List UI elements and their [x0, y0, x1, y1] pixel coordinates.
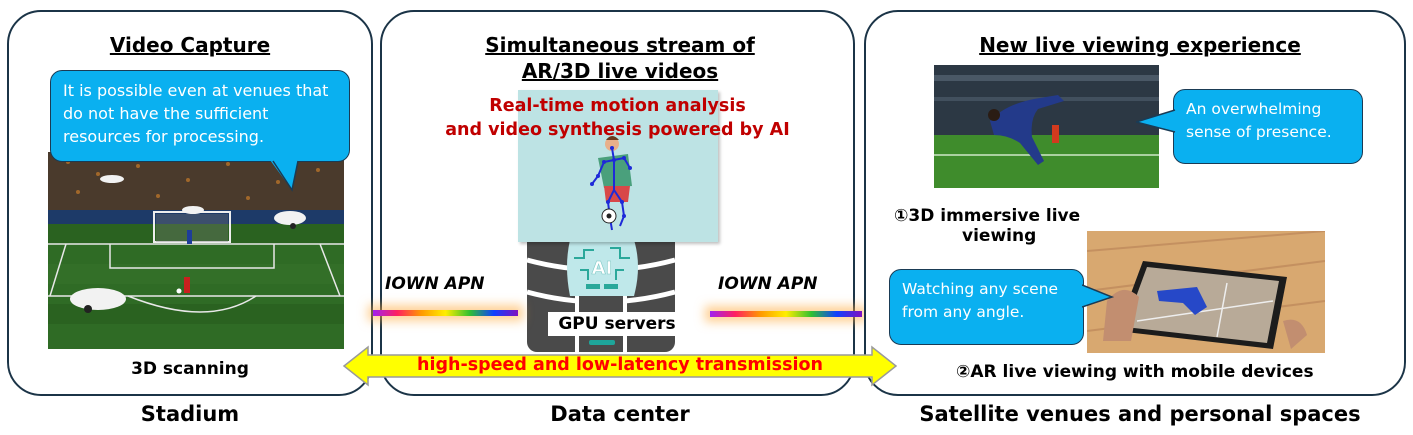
any-angle-bubble-text: Watching any scene from any angle.	[902, 280, 1059, 321]
immersive-viewing-line1: ①3D immersive live	[894, 206, 1081, 226]
motion-analysis-image	[518, 90, 718, 242]
stream-title-line1: Simultaneous stream of	[485, 33, 755, 57]
capture-bubble-tail	[270, 160, 299, 192]
stream-title-line2: AR/3D live videos	[521, 59, 719, 83]
transmission-label: high-speed and low-latency transmission	[417, 355, 823, 375]
capture-speech-bubble: It is possible even at venues that do no…	[50, 70, 350, 162]
ar-mobile-viewing-image	[1087, 231, 1325, 353]
ai-chip-icon: AI	[567, 240, 638, 296]
iown-apn-right-label: IOWN APN	[718, 274, 818, 294]
immersive-viewing-label: ①3D immersive live viewing	[894, 206, 1094, 246]
presence-bubble-tail	[1136, 109, 1176, 133]
video-capture-title: Video Capture	[109, 33, 271, 57]
ai-chip-label: AI	[592, 258, 613, 279]
immersive-viewing-image	[934, 65, 1159, 188]
stadium-caption: Stadium	[140, 402, 240, 426]
presence-speech-bubble: An overwhelming sense of presence.	[1173, 89, 1363, 164]
any-angle-bubble-tail	[1082, 284, 1114, 308]
ai-analysis-text: Real-time motion analysis and video synt…	[380, 94, 855, 142]
ai-analysis-line1: Real-time motion analysis	[489, 96, 746, 116]
presence-bubble-text: An overwhelming sense of presence.	[1186, 100, 1332, 141]
any-angle-speech-bubble: Watching any scene from any angle.	[889, 269, 1084, 345]
satellite-venues-caption: Satellite venues and personal spaces	[919, 402, 1361, 426]
ai-analysis-line2: and video synthesis powered by AI	[445, 120, 790, 140]
iown-apn-left-label: IOWN APN	[385, 274, 485, 294]
iown-apn-left-link	[373, 310, 518, 316]
immersive-viewing-line2: viewing	[962, 226, 1037, 246]
transmission-double-arrow-icon	[342, 345, 898, 387]
datacenter-caption: Data center	[550, 402, 690, 426]
capture-bubble-text: It is possible even at venues that do no…	[63, 81, 329, 146]
iown-apn-right-link	[710, 311, 862, 317]
gpu-servers-label: GPU servers	[548, 312, 686, 336]
stream-title: Simultaneous stream of AR/3D live videos	[420, 32, 820, 84]
viewing-title: New live viewing experience	[979, 33, 1301, 57]
ar-viewing-label: ②AR live viewing with mobile devices	[956, 362, 1314, 382]
3d-scanning-label: 3D scanning	[131, 359, 249, 379]
